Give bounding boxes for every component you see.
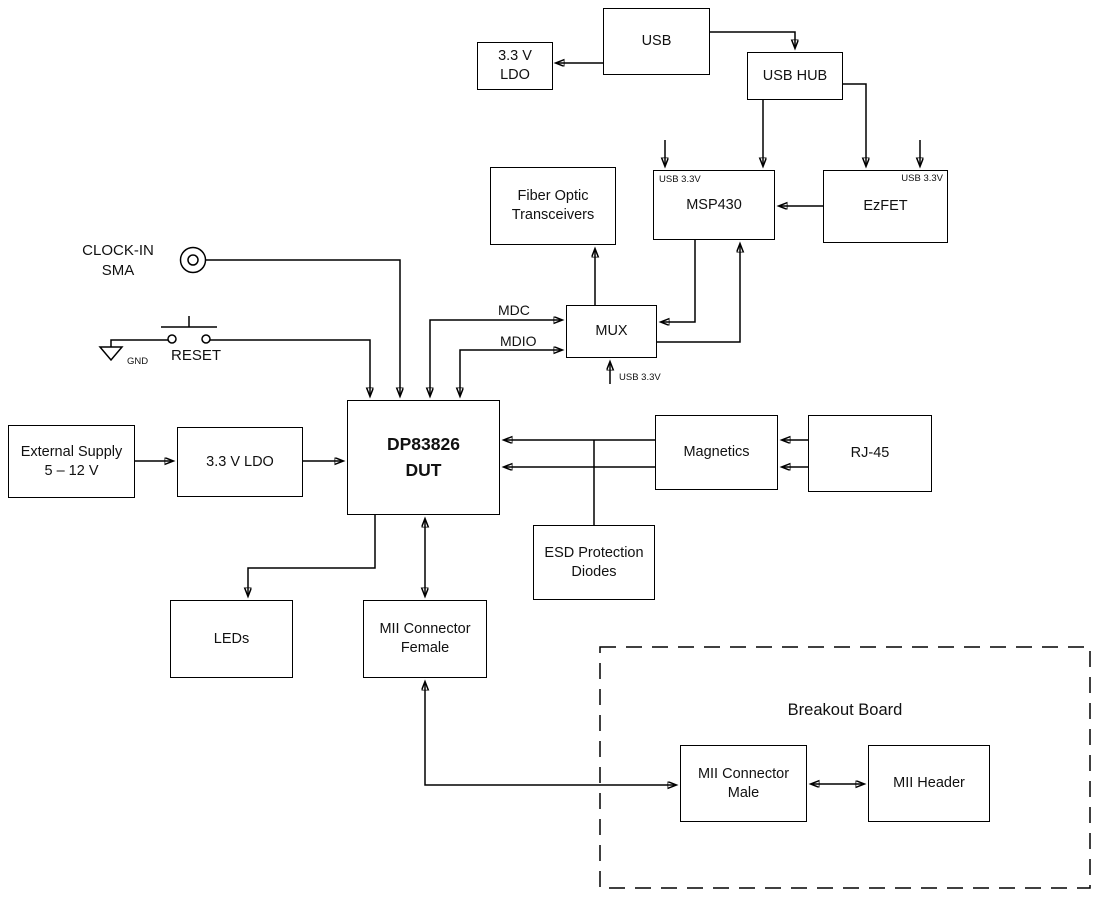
- block-usb-hub: USB HUB: [747, 52, 843, 100]
- block-ldo-usb-label: 3.3 V LDO: [498, 48, 532, 83]
- block-rj45: RJ-45: [808, 415, 932, 492]
- block-mii-connector-female-label: MII Connector Female: [379, 621, 471, 656]
- block-esd-protection-label: ESD Protection Diodes: [544, 544, 644, 580]
- block-mii-connector-male-label: MII Connector Male: [697, 765, 790, 801]
- wire-msp430-to-mux: [661, 240, 696, 322]
- reset-switch-terminal-right-icon: [201, 334, 211, 344]
- mdio-signal-label: MDIO: [500, 333, 537, 349]
- block-msp430: USB 3.3V MSP430: [653, 170, 775, 240]
- block-rj45-label: RJ-45: [850, 445, 890, 462]
- block-mii-connector-male: MII Connector Male: [680, 745, 807, 822]
- block-mux: MUX: [566, 305, 657, 358]
- ground-icon: [98, 346, 124, 362]
- breakout-board-outline: [599, 646, 1091, 889]
- block-mii-connector-female: MII Connector Female: [363, 600, 487, 678]
- block-fiber-optic-transceivers-label: Fiber Optic Transceivers: [511, 188, 595, 223]
- block-dp83826-dut-label: DP83826 DUT: [387, 434, 460, 480]
- block-ezfet: USB 3.3V EzFET: [823, 170, 948, 243]
- block-usb: USB: [603, 8, 710, 75]
- block-mii-header-label: MII Header: [893, 775, 965, 792]
- block-external-supply: External Supply 5 – 12 V: [8, 425, 135, 498]
- block-fiber-optic-transceivers: Fiber Optic Transceivers: [490, 167, 616, 245]
- block-magnetics-label: Magnetics: [683, 444, 750, 461]
- reset-switch-terminal-left-icon: [167, 334, 177, 344]
- mdc-signal-label: MDC: [498, 302, 530, 318]
- wire-dut-to-leds: [248, 515, 376, 596]
- block-usb-hub-label: USB HUB: [762, 67, 828, 84]
- mux-usb33-tag: USB 3.3V: [619, 372, 661, 383]
- wire-usbhub-to-ezfet: [843, 83, 866, 166]
- gnd-label: GND: [127, 356, 149, 367]
- wire-usb-to-usbhub: [710, 31, 795, 48]
- block-msp430-label: MSP430: [686, 196, 742, 213]
- wire-mdc: [430, 320, 562, 396]
- block-magnetics: Magnetics: [655, 415, 778, 490]
- block-dp83826-dut: DP83826 DUT: [347, 400, 500, 515]
- wire-clockin-to-dut: [206, 259, 400, 396]
- block-external-supply-label: External Supply 5 – 12 V: [20, 443, 123, 479]
- block-ldo-main-label: 3.3 V LDO: [206, 453, 274, 470]
- block-mux-label: MUX: [595, 323, 628, 340]
- sma-connector-center-icon: [187, 254, 199, 266]
- block-mii-header: MII Header: [868, 745, 990, 822]
- wire-reset-to-gnd: [110, 339, 168, 347]
- reset-label: RESET: [171, 347, 222, 364]
- block-ldo-main: 3.3 V LDO: [177, 427, 303, 497]
- ezfet-usb33-tag: USB 3.3V: [901, 173, 943, 184]
- wire-miifemale-to-miimale: [425, 682, 676, 785]
- msp430-usb33-tag: USB 3.3V: [659, 174, 701, 185]
- block-usb-label: USB: [641, 33, 672, 50]
- breakout-board-title: Breakout Board: [787, 701, 903, 719]
- clock-in-sma-label: CLOCK-IN SMA: [82, 242, 154, 280]
- wire-reset-to-dut: [210, 339, 370, 396]
- block-leds-label: LEDs: [213, 630, 250, 647]
- wire-mux-to-msp430: [657, 244, 740, 343]
- block-esd-protection: ESD Protection Diodes: [533, 525, 655, 600]
- wire-mdio: [460, 350, 562, 396]
- block-ezfet-label: EzFET: [863, 198, 908, 215]
- block-ldo-usb: 3.3 V LDO: [477, 42, 553, 90]
- block-leds: LEDs: [170, 600, 293, 678]
